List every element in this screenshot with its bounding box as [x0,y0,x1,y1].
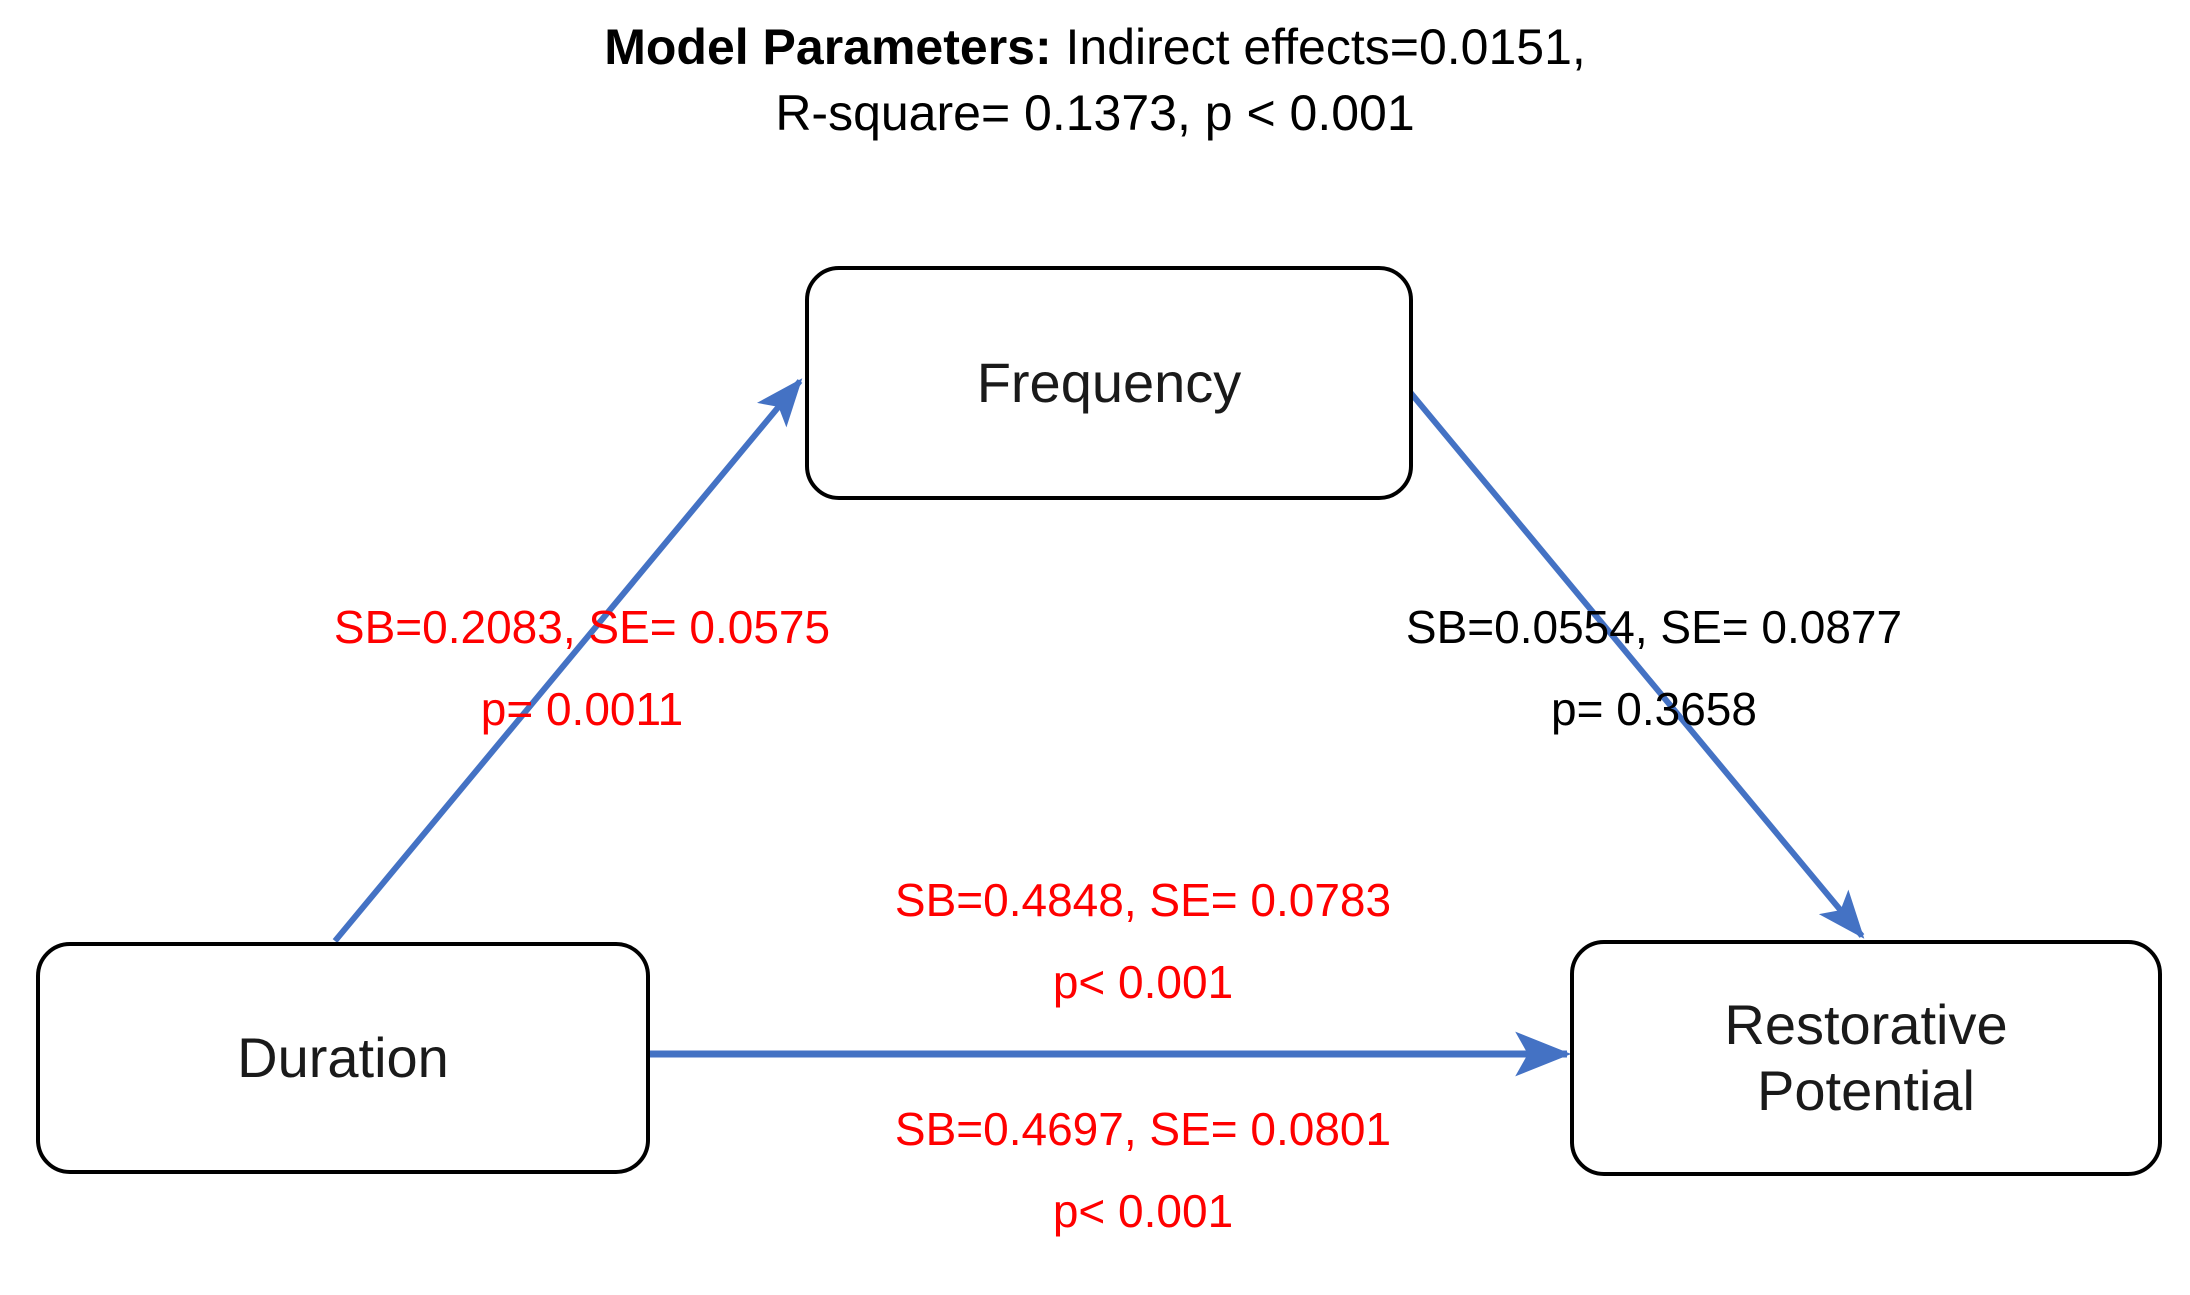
edge-label-c-pvalue: p< 0.001 [1052,956,1234,1008]
edge-label-c-path: SB=0.4848, SE= 0.0783 p< 0.001 [786,877,1500,1005]
edge-label-c-coef: SB=0.4848, SE= 0.0783 [894,874,1392,926]
edge-a-duration-to-frequency [332,378,803,943]
figure-title-line-2: R-square= 0.1373, p < 0.001 [775,85,1415,141]
figure-title-bold-prefix: Model Parameters: [604,19,1052,75]
node-restorative-potential-label: Restorative Potential [1724,992,2007,1124]
node-restorative-potential-label-line-2: Potential [1757,1059,1975,1122]
figure-title: Model Parameters: Indirect effects=0.015… [0,14,2190,146]
edge-label-c-prime-pvalue: p< 0.001 [1052,1185,1234,1237]
edge-label-b-pvalue: p= 0.3658 [1551,683,1757,735]
edge-label-c-prime-coef: SB=0.4697, SE= 0.0801 [894,1103,1392,1155]
figure-title-line-1-rest: Indirect effects=0.0151, [1051,19,1586,75]
node-duration-label: Duration [237,1025,449,1089]
edge-label-a-pvalue: p= 0.0011 [480,683,684,735]
node-restorative-potential[interactable]: Restorative Potential [1570,940,2162,1176]
edge-label-c-prime-path: SB=0.4697, SE= 0.0801 p< 0.001 [786,1106,1500,1234]
edge-label-a-coef: SB=0.2083, SE= 0.0575 [333,601,831,653]
node-restorative-potential-label-line-1: Restorative [1724,992,2008,1056]
figure-title-line-1: Model Parameters: Indirect effects=0.015… [0,14,2190,80]
node-frequency[interactable]: Frequency [805,266,1413,500]
edge-b-frequency-to-restorative [1397,378,1865,939]
edge-label-b-coef: SB=0.0554, SE= 0.0877 [1405,601,1903,653]
node-frequency-label: Frequency [976,350,1242,414]
node-duration[interactable]: Duration [36,942,650,1174]
edge-label-a-path: SB=0.2083, SE= 0.0575 p= 0.0011 [262,604,902,732]
edge-label-b-path: SB=0.0554, SE= 0.0877 p= 0.3658 [1330,604,1978,732]
